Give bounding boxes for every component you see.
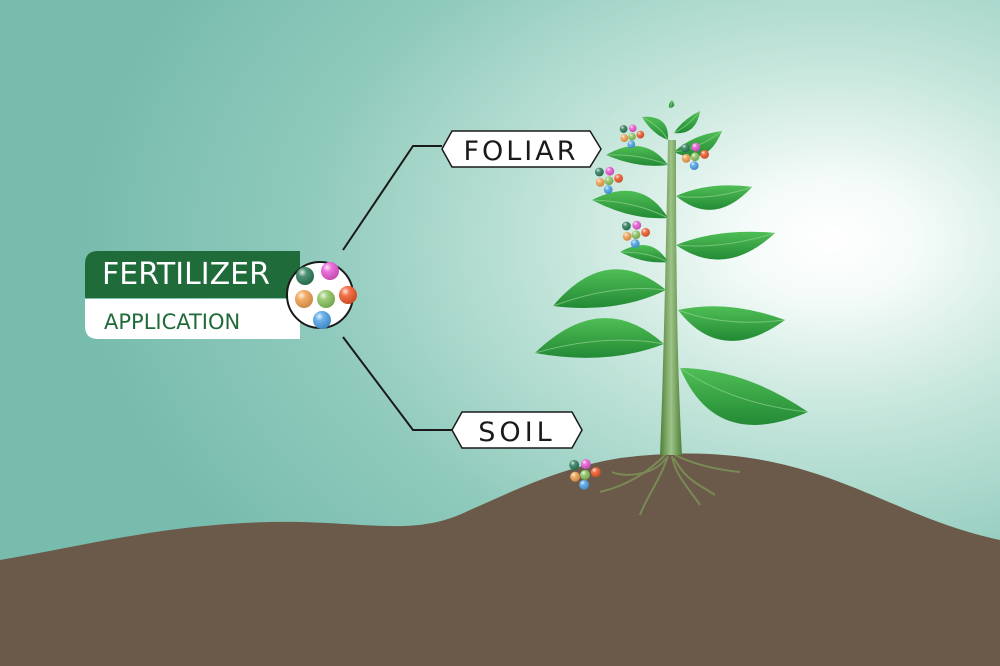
granule bbox=[622, 221, 631, 231]
granule bbox=[620, 134, 629, 142]
granule bbox=[691, 142, 701, 152]
soil-label: SOIL bbox=[451, 411, 583, 449]
granule bbox=[605, 166, 615, 176]
leaf-vein bbox=[605, 154, 669, 166]
plant bbox=[534, 99, 809, 516]
granule bbox=[569, 460, 580, 470]
granule bbox=[580, 469, 590, 480]
granule bbox=[628, 132, 636, 141]
granule bbox=[681, 154, 691, 163]
connector-soil bbox=[342, 336, 452, 431]
granule bbox=[641, 228, 650, 237]
granule bbox=[321, 262, 339, 280]
leaf bbox=[553, 269, 666, 308]
leaf-vein bbox=[641, 116, 669, 141]
granule bbox=[627, 140, 636, 149]
granule bbox=[296, 267, 314, 285]
leaf-vein bbox=[675, 186, 753, 198]
granule bbox=[590, 467, 601, 478]
leaf-vein bbox=[679, 367, 809, 413]
foliar-label: FOLIAR bbox=[441, 130, 602, 168]
leaf-vein bbox=[552, 288, 667, 307]
granule bbox=[622, 232, 632, 241]
granule bbox=[628, 124, 637, 133]
granule bbox=[636, 130, 645, 139]
granule bbox=[630, 239, 640, 249]
granule bbox=[595, 167, 604, 177]
foliar-granules bbox=[595, 124, 709, 249]
leaf bbox=[680, 368, 808, 425]
plant-roots bbox=[599, 454, 741, 516]
granule bbox=[690, 152, 700, 162]
plant-leaves bbox=[534, 99, 809, 425]
granule bbox=[681, 143, 690, 153]
subtitle-band bbox=[85, 299, 300, 339]
foliar-label-frame bbox=[441, 130, 602, 168]
title-band bbox=[85, 251, 300, 298]
granule bbox=[614, 174, 623, 183]
granule bbox=[632, 220, 642, 230]
granule bbox=[603, 185, 613, 195]
granule bbox=[295, 290, 313, 308]
granule bbox=[317, 290, 335, 308]
granule bbox=[700, 150, 709, 159]
granule bbox=[689, 161, 699, 171]
leaf bbox=[535, 318, 664, 358]
leaf-vein bbox=[668, 99, 673, 109]
leaf-vein bbox=[673, 110, 701, 134]
granule bbox=[313, 311, 331, 329]
granule bbox=[595, 178, 605, 187]
soil-label-text: SOIL bbox=[478, 417, 555, 448]
granule bbox=[619, 125, 628, 133]
granule bbox=[580, 459, 591, 470]
badge-granules bbox=[295, 262, 357, 329]
granule bbox=[579, 479, 590, 490]
plant-stem bbox=[660, 140, 682, 455]
soil-ground bbox=[0, 453, 1000, 666]
leaf bbox=[678, 306, 785, 341]
leaf-vein bbox=[591, 199, 669, 219]
granule bbox=[339, 286, 357, 304]
leaf-vein bbox=[534, 339, 665, 354]
soil-granules bbox=[569, 459, 601, 490]
connector-lines bbox=[342, 145, 452, 431]
leaf bbox=[676, 231, 775, 260]
leaf-vein bbox=[619, 251, 669, 263]
title-text: FERTILIZER bbox=[102, 257, 270, 292]
foliar-label-text: FOLIAR bbox=[463, 136, 578, 167]
leaf bbox=[606, 145, 668, 166]
connector-foliar bbox=[342, 145, 442, 251]
granule bbox=[570, 471, 581, 482]
leaf bbox=[642, 116, 669, 140]
leaf-vein bbox=[675, 232, 776, 247]
subtitle-text: APPLICATION bbox=[104, 310, 240, 334]
granule bbox=[604, 176, 614, 186]
leaf-vein bbox=[677, 309, 786, 323]
granule bbox=[631, 230, 641, 240]
leaf bbox=[674, 111, 700, 134]
leaf bbox=[676, 185, 752, 210]
soil-label-frame bbox=[451, 411, 583, 449]
title-badge: FERTILIZER APPLICATION bbox=[85, 251, 357, 339]
